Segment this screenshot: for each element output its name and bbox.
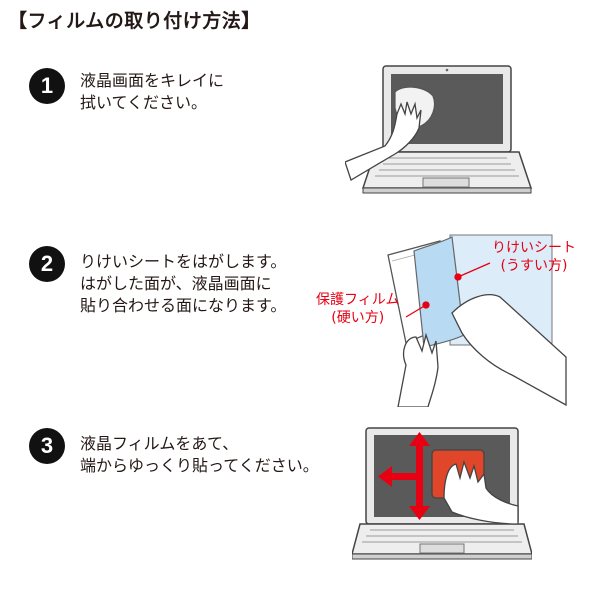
direction-arrows-icon [378, 432, 430, 520]
step-2-line-2: はがした面が、液晶画面に [80, 274, 272, 293]
step-3-number-badge: 3 [29, 428, 65, 464]
step-2-peeling-sheet-illustration [387, 234, 567, 407]
release-sheet-callout-line-2: (うすい方) [500, 258, 568, 274]
step-3-line-2: 端からゆっくり貼ってください。 [80, 456, 319, 475]
release-sheet-callout-line-1: りけいシート [492, 240, 576, 256]
step-2-line-1: りけいシートをはがします。 [80, 252, 287, 271]
step-1-laptop-wiping-illustration [345, 65, 533, 194]
step-3-applying-film-illustration [352, 427, 532, 560]
laptop-icon [361, 65, 533, 194]
callout-leader-lines [405, 262, 491, 318]
step-1-line-1: 液晶画面をキレイに [80, 71, 225, 90]
hand-with-cloth-icon [345, 86, 436, 181]
step-1-line-2: 拭いてください。 [80, 93, 208, 112]
protective-film-callout-line-1: 保護フィルム [316, 292, 400, 308]
step-1-instruction: 液晶画面をキレイに 拭いてください。 [80, 70, 224, 114]
page-title: 【フィルムの取り付け方法】 [8, 10, 261, 32]
step-1-number-badge: 1 [29, 68, 65, 104]
cloth-and-hand-icon [431, 449, 519, 525]
step-3-line-1: 液晶フィルムをあて、 [80, 434, 239, 453]
hands-icon [397, 294, 567, 407]
protective-film-callout-line-2: (硬い方) [331, 310, 385, 326]
step-2-instruction: りけいシートをはがします。 はがした面が、液晶画面に 貼り合わせる面になります。 [80, 251, 286, 317]
step-3-instruction: 液晶フィルムをあて、 端からゆっくり貼ってください。 [80, 433, 319, 477]
step-2-number-badge: 2 [29, 246, 65, 282]
step-2-line-3: 貼り合わせる面になります。 [80, 296, 287, 315]
release-sheet-callout: りけいシート (うすい方) [492, 239, 576, 275]
protective-film-callout: 保護フィルム (硬い方) [316, 291, 399, 327]
